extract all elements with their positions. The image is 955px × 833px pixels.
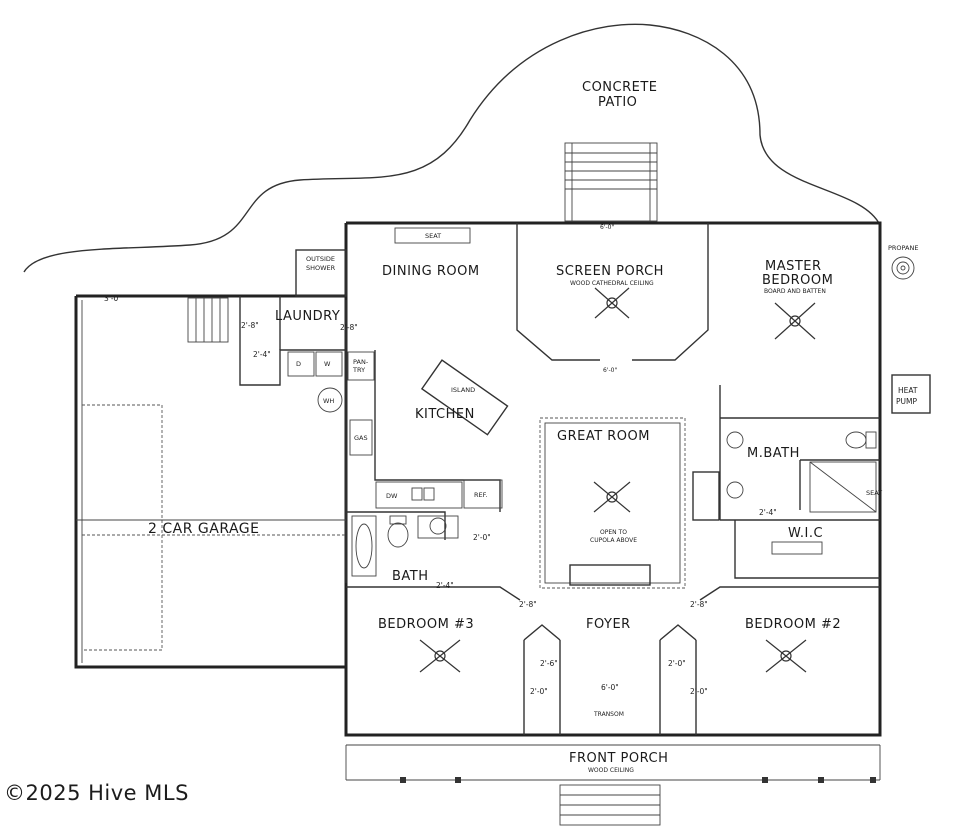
dw-label: DW xyxy=(386,492,398,500)
outside-shower-label-1: OUTSIDE xyxy=(306,255,335,263)
great-room-label: GREAT ROOM xyxy=(557,429,650,444)
master-bedroom-label-2: BEDROOM xyxy=(762,273,833,288)
main-house-walls xyxy=(74,221,882,737)
bath-fixtures xyxy=(351,515,459,577)
master-bedroom-note: BOARD AND BATTEN xyxy=(764,288,826,295)
ceiling-fan-bedroom3 xyxy=(419,639,461,673)
pantry-label-2: TRY xyxy=(352,366,365,374)
great-room-note-2: CUPOLA ABOVE xyxy=(590,537,637,544)
bed2-door-dim: 2'-8" xyxy=(690,600,708,609)
outside-shower-label-2: SHOWER xyxy=(306,264,336,272)
wic-label: W.I.C xyxy=(788,526,823,541)
ceiling-fan-screen-porch xyxy=(594,287,630,319)
bed2-closet2-dim: 2'-0" xyxy=(690,687,708,696)
great-room-note-1: OPEN TO xyxy=(600,529,627,536)
dining-room-label: DINING ROOM xyxy=(382,264,480,279)
bedroom3-label: BEDROOM #3 xyxy=(378,617,474,632)
laundry-door2-dim: 2'-8" xyxy=(340,323,358,332)
kitchen-label: KITCHEN xyxy=(415,407,475,422)
porch-door-dim: 6'-0" xyxy=(603,367,617,374)
front-porch-note: WOOD CEILING xyxy=(588,767,634,774)
screen-porch-note: WOOD CATHEDRAL CEILING xyxy=(570,280,654,287)
patio-steps xyxy=(564,142,658,222)
heat-pump-unit xyxy=(891,374,931,414)
patio-door-dim: 6'-0" xyxy=(600,224,614,231)
front-porch-label: FRONT PORCH xyxy=(569,751,668,766)
gas-label: GAS xyxy=(354,434,368,442)
dryer-label: D xyxy=(296,360,301,368)
transom-label: TRANSOM xyxy=(593,711,624,718)
propane-label: PROPANE xyxy=(888,244,918,252)
ceiling-fan-great-room xyxy=(593,481,631,513)
bath-door2-dim: 2'-4" xyxy=(436,581,454,590)
great-room-cupola xyxy=(539,417,686,589)
garage-label: 2 CAR GARAGE xyxy=(148,521,260,537)
garage-parking-outline xyxy=(76,404,346,651)
screen-porch-label: SCREEN PORCH xyxy=(556,264,664,279)
kitchen-counter xyxy=(375,479,503,509)
ceiling-fan-bedroom2 xyxy=(765,639,807,673)
wic-door-dim: 2'-4" xyxy=(759,508,777,517)
fireplace xyxy=(692,471,720,521)
bath-label: BATH xyxy=(392,569,429,584)
heat-pump-label-2: PUMP xyxy=(896,397,917,406)
heat-pump-label-1: HEAT xyxy=(898,386,918,395)
laundry-label: LAUNDRY xyxy=(275,309,340,324)
laundry-closet-dim: 2'-4" xyxy=(253,350,271,359)
dining-seat-label: SEAT xyxy=(425,232,441,240)
patio-outline xyxy=(23,23,881,273)
bed3-closet2-dim: 2'-0" xyxy=(530,687,548,696)
water-heater-label: WH xyxy=(323,397,334,405)
front-door-dim: 6'-0" xyxy=(601,683,619,692)
patio-label-2: PATIO xyxy=(598,95,637,110)
ref-label: REF. xyxy=(474,491,487,499)
master-bedroom-label-1: MASTER xyxy=(765,259,822,274)
island-label: ISLAND xyxy=(451,386,475,394)
outside-shower: OUTSIDE SHOWER xyxy=(295,249,347,297)
garage-stairs xyxy=(187,297,229,343)
laundry-fixtures xyxy=(287,351,375,456)
garage-door-dim: 3'-0" xyxy=(104,294,122,303)
bedroom2-label: BEDROOM #2 xyxy=(745,617,841,632)
shower-seat-label: SEAT xyxy=(866,489,882,497)
propane-tank xyxy=(891,256,915,280)
bath-door-dim: 2'-0" xyxy=(473,533,491,542)
bed3-door-dim: 2'-8" xyxy=(519,600,537,609)
kitchen-island xyxy=(420,359,509,436)
watermark: ©2025 Hive MLS xyxy=(4,781,189,805)
bed2-closet-dim: 2'-0" xyxy=(668,659,686,668)
ceiling-fan-master xyxy=(774,302,816,340)
laundry-door-dim: 2'-8" xyxy=(241,321,259,330)
foyer-label: FOYER xyxy=(586,617,631,632)
master-bath-fixtures xyxy=(726,431,877,555)
front-porch xyxy=(345,744,881,826)
master-bath-label: M.BATH xyxy=(747,446,800,461)
patio-label-1: CONCRETE xyxy=(582,80,658,95)
bed3-closet-dim: 2'-6" xyxy=(540,659,558,668)
pantry-label-1: PAN- xyxy=(353,358,369,366)
washer-label: W xyxy=(324,360,331,368)
